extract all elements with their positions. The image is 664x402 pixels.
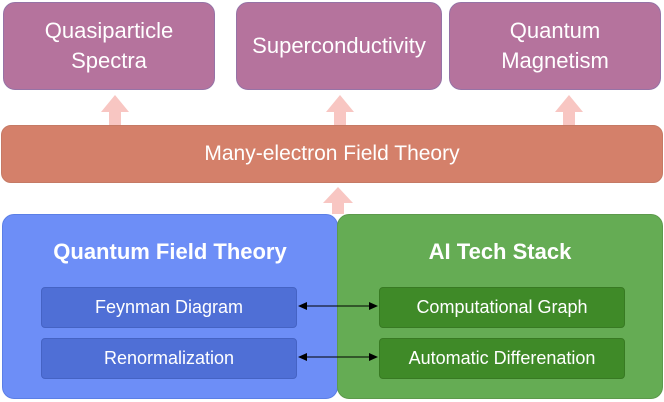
many-electron-field-theory-band: Many-electron Field Theory <box>1 125 663 183</box>
quantum-field-theory-panel: Quantum Field Theory Feynman Diagram Ren… <box>2 214 338 399</box>
quantum-magnetism-label: Quantum Magnetism <box>501 18 609 73</box>
superconductivity-box: Superconductivity <box>236 2 442 90</box>
quasiparticle-spectra-box: Quasiparticle Spectra <box>3 2 215 90</box>
quasiparticle-spectra-label: Quasiparticle Spectra <box>44 18 174 73</box>
up-arrow-band <box>323 187 353 214</box>
renormalization-item: Renormalization <box>41 338 297 379</box>
automatic-differenation-label: Automatic Differenation <box>408 348 596 368</box>
feynman-diagram-item: Feynman Diagram <box>41 287 297 328</box>
computational-graph-label: Computational Graph <box>416 297 588 317</box>
feynman-diagram-label: Feynman Diagram <box>94 297 244 317</box>
ai-tech-stack-panel: AI Tech Stack Computational Graph Automa… <box>337 214 663 399</box>
up-arrow-magnetism <box>555 95 583 125</box>
ai-tech-stack-title: AI Tech Stack <box>428 239 572 264</box>
quantum-magnetism-box: Quantum Magnetism <box>449 2 661 90</box>
automatic-differenation-item: Automatic Differenation <box>379 338 625 379</box>
up-arrow-quasiparticle <box>101 95 129 125</box>
computational-graph-item: Computational Graph <box>379 287 625 328</box>
many-electron-field-theory-label: Many-electron Field Theory <box>204 142 460 165</box>
up-arrow-superconductivity <box>326 95 354 125</box>
renormalization-label: Renormalization <box>103 348 235 368</box>
quantum-field-theory-title: Quantum Field Theory <box>53 239 287 264</box>
superconductivity-label: Superconductivity <box>252 33 426 58</box>
